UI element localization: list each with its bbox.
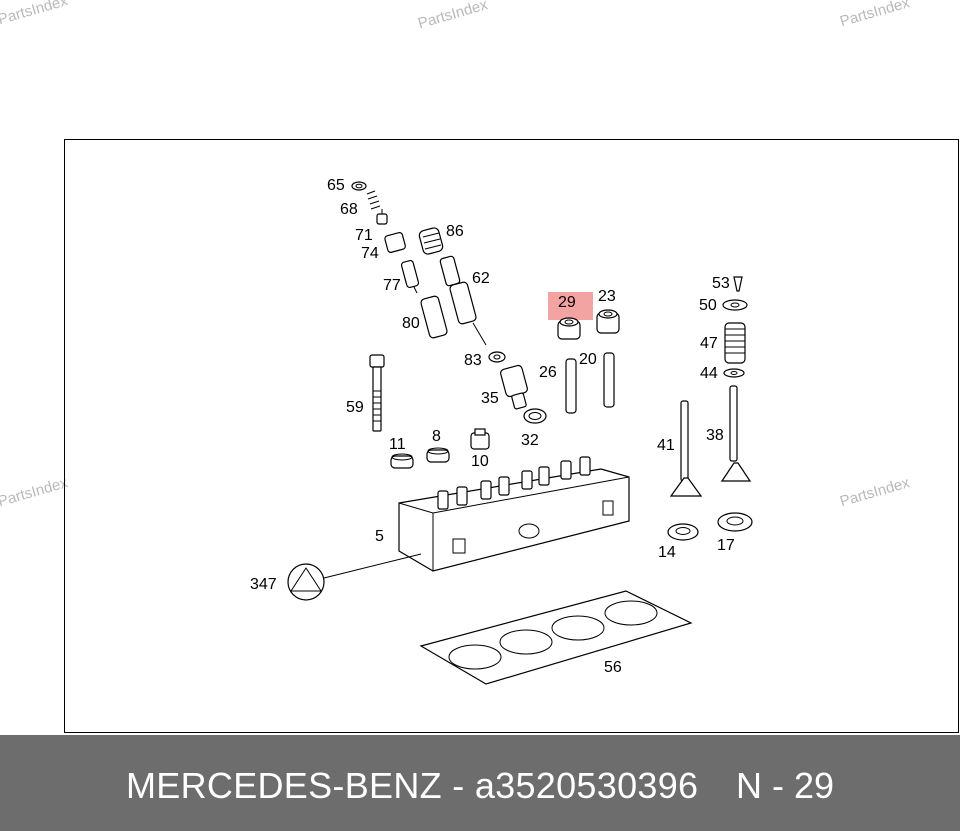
part-83-washer[interactable] xyxy=(488,351,506,363)
part-65-washer[interactable] xyxy=(351,181,367,191)
callout-53: 53 xyxy=(712,275,730,292)
part-77-nozzle[interactable] xyxy=(400,259,420,294)
callout-32: 32 xyxy=(521,432,539,449)
part-86-cap[interactable] xyxy=(418,227,444,255)
callout-35: 35 xyxy=(481,390,499,407)
callout-44: 44 xyxy=(700,365,718,382)
callout-56: 56 xyxy=(604,659,622,676)
callout-347: 347 xyxy=(250,576,277,593)
callout-11: 11 xyxy=(389,436,406,453)
part-41-valve[interactable] xyxy=(669,400,703,497)
footer-brand-part-number: MERCEDES-BENZ - a3520530396 xyxy=(126,765,699,806)
part-35-prechamber[interactable] xyxy=(500,364,528,410)
part-59-bolt[interactable] xyxy=(369,354,385,432)
part-44-washer[interactable] xyxy=(723,368,745,378)
footer-bar: MERCEDES-BENZ - a3520530396 N - 29 xyxy=(0,735,960,831)
part-26-valve-guide[interactable] xyxy=(565,358,577,414)
callout-8: 8 xyxy=(432,428,441,445)
callout-77: 77 xyxy=(383,277,401,294)
callout-80: 80 xyxy=(402,315,420,332)
part-62-injector[interactable] xyxy=(439,255,487,346)
callout-59: 59 xyxy=(346,399,364,416)
part-17-seat[interactable] xyxy=(717,512,753,532)
callout-41: 41 xyxy=(657,437,675,454)
part-56-head-gasket[interactable] xyxy=(419,590,693,685)
part-10-plug[interactable] xyxy=(470,428,490,450)
parts-diagram: 65 68 71 74 77 80 86 62 83 35 32 29 23 2… xyxy=(64,139,959,733)
callout-65: 65 xyxy=(327,177,345,194)
watermark-top-center: PartsIndex xyxy=(416,0,490,33)
cylinder-head-valve-stems xyxy=(437,456,591,510)
callout-50: 50 xyxy=(699,297,717,314)
callout-83: 83 xyxy=(464,352,482,369)
watermark-top-left: PartsIndex xyxy=(0,0,70,29)
callout-71: 71 xyxy=(355,227,373,244)
part-68-spring[interactable] xyxy=(366,190,381,210)
footer-diagram-reference: N - 29 xyxy=(736,765,835,806)
part-38-valve[interactable] xyxy=(720,385,752,482)
exploded-view-drawing: 65 68 71 74 77 80 86 62 83 35 32 29 23 2… xyxy=(250,177,753,685)
part-53-valve-cotter[interactable] xyxy=(733,276,743,292)
part-5-cylinder-head[interactable] xyxy=(398,456,630,572)
callout-26: 26 xyxy=(539,364,557,381)
part-71-pin[interactable] xyxy=(376,209,388,225)
callout-29: 29 xyxy=(558,294,576,311)
callout-68: 68 xyxy=(340,201,358,218)
part-347-plate[interactable] xyxy=(287,553,422,601)
callout-38: 38 xyxy=(706,427,724,444)
callout-47: 47 xyxy=(700,335,718,352)
callout-14: 14 xyxy=(658,544,676,561)
callout-10: 10 xyxy=(471,453,489,470)
part-11-plug[interactable] xyxy=(390,453,414,469)
callout-74: 74 xyxy=(361,245,379,262)
part-47-valve-spring[interactable] xyxy=(724,322,746,364)
part-80-holder[interactable] xyxy=(420,295,448,339)
highlight-29 xyxy=(548,292,593,320)
part-50-spring-retainer[interactable] xyxy=(722,299,748,311)
part-8-plug[interactable] xyxy=(426,447,450,463)
callout-86: 86 xyxy=(446,223,464,240)
watermark-mid-left: PartsIndex xyxy=(0,474,70,511)
part-74-nut[interactable] xyxy=(384,232,406,253)
part-20-valve-guide[interactable] xyxy=(603,352,615,408)
callout-62: 62 xyxy=(472,270,490,287)
watermark-top-right: PartsIndex xyxy=(838,0,912,31)
part-32-ring[interactable] xyxy=(523,408,547,424)
part-14-seat[interactable] xyxy=(667,523,699,541)
callout-20: 20 xyxy=(579,351,597,368)
callout-23: 23 xyxy=(598,288,616,305)
callout-5: 5 xyxy=(375,528,384,545)
callout-17: 17 xyxy=(717,537,735,554)
part-29-valve-seal[interactable] xyxy=(557,317,581,340)
part-23-valve-seal[interactable] xyxy=(596,309,620,334)
